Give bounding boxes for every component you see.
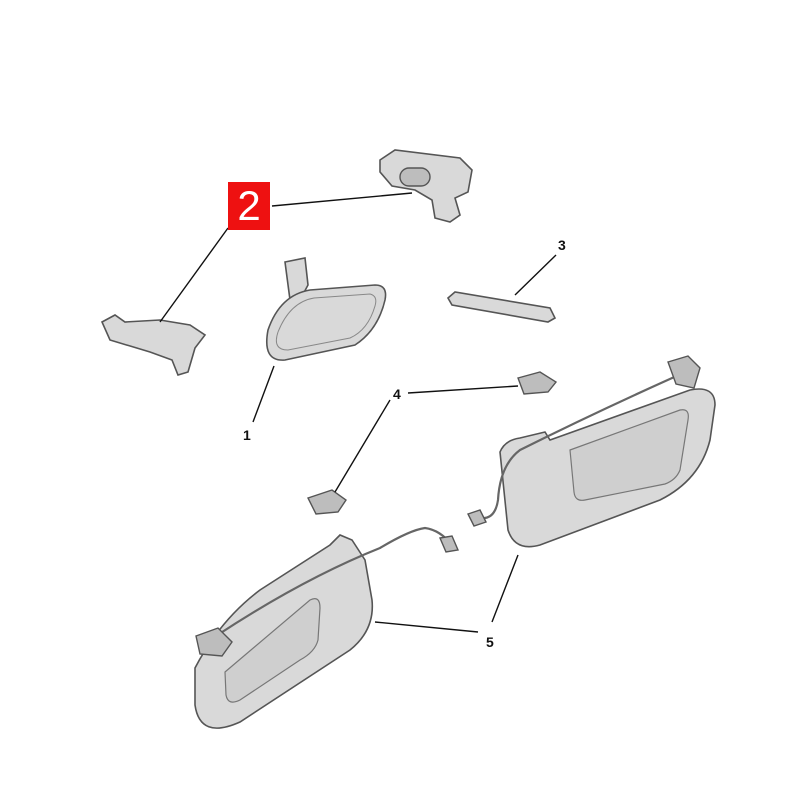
part-2-trim-cover[interactable] <box>100 314 207 376</box>
part-2-sensor-housing[interactable] <box>379 149 473 223</box>
part-3-trim-strip[interactable] <box>446 291 557 323</box>
part-5-sun-visor-left[interactable] <box>194 526 459 729</box>
callout-4: 4 <box>393 386 401 402</box>
part-1-rearview-mirror[interactable] <box>266 257 387 361</box>
callout-2-highlighted: 2 <box>228 182 270 230</box>
part-4-clip-lower[interactable] <box>307 489 347 515</box>
leader-lines <box>159 192 557 633</box>
part-4-clip-upper[interactable] <box>517 371 558 395</box>
callout-5: 5 <box>486 634 494 650</box>
callout-1: 1 <box>243 427 251 443</box>
part-5-sun-visor-right[interactable] <box>467 355 716 548</box>
callout-3: 3 <box>558 237 566 253</box>
